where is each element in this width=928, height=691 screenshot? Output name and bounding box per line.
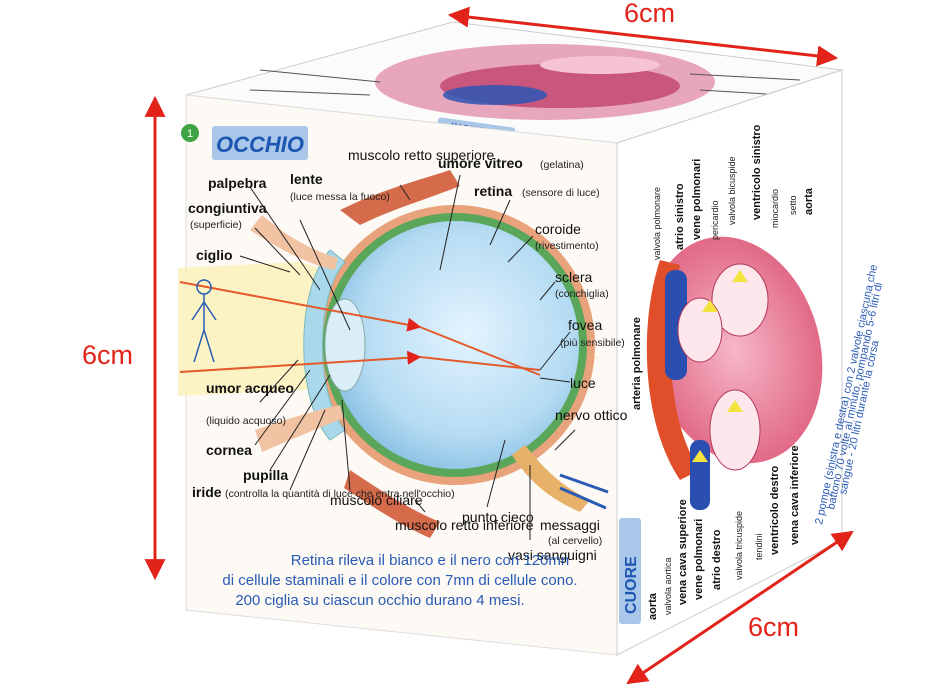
heart-labels: arteria polmonare valvola polmonare atri… [631,124,815,620]
dimension-label-right: 6cm [748,612,799,642]
heart-label-ventricolo-sinistro: ventricolo sinistro [751,124,763,220]
right-face-title: CUORE [623,556,640,614]
label-lente: lente [290,171,323,187]
heart-label-ventricolo-destro: ventricolo destro [769,465,781,555]
heart-illustration [646,236,823,510]
label-pupilla: pupilla [243,467,288,483]
label-muscolo-inferiore: muscolo retto inferiore [395,517,534,533]
heart-label-miocardio: miocardio [770,189,780,228]
right-face-title-box [619,518,641,624]
label-iride-note: (controlla la quantità di luce che entra… [225,488,455,500]
leader-lines [239,174,576,540]
dimension-label-left: 6cm [82,340,133,370]
label-muscolo-ciliare: muscolo ciliare [330,492,423,508]
label-coroide: coroide [535,221,581,237]
label-cornea: cornea [206,442,252,458]
heart-label-tendini: tendini [754,533,764,560]
heart-label-aorta-bottom: aorta [647,592,659,620]
heart-label-vena-cava-inferiore: vena cava inferiore [789,445,801,545]
heart-label-vena-cava-superiore: vena cava superiore [677,499,689,605]
heart-label-setto: setto [788,195,798,215]
heart-label-valvola-tricuspide: valvola tricuspide [734,511,744,580]
heart-label-valvola-polmonare: valvola polmonare [652,187,662,260]
front-face-title: OCCHIO [216,132,304,157]
label-retina: retina [474,183,512,199]
heart-label-aorta-top: aorta [803,187,815,215]
label-umor-acqueo: umor acqueo [206,380,294,396]
label-congiuntiva-note: (superficie) [190,219,242,231]
label-luce: luce [570,375,596,391]
heart-label-arteria-polmonare: arteria polmonare [631,317,643,410]
label-umore-vitreo-note: (gelatina) [540,159,584,171]
label-iride: iride [192,484,222,500]
label-sclera: sclera [555,269,593,285]
label-ciglio: ciglio [196,247,233,263]
label-fovea: fovea [568,317,602,333]
label-messaggi-note: (al cervello) [548,535,602,547]
label-lente-note: (luce messa la fuoco) [290,191,390,203]
dimension-arrow-top [447,6,839,67]
heart-label-pericardio: pericardio [710,200,720,240]
front-face-title-box [212,126,308,160]
label-palpebra: palpebra [208,175,267,191]
label-messaggi: messaggi [540,517,600,533]
label-retina-note: (sensore di luce) [522,187,600,199]
front-caption-line-3: 200 ciglia su ciascun occhio durano 4 me… [235,592,524,609]
label-congiuntiva: congiuntiva [188,200,267,216]
eye-illustration [178,170,609,538]
front-caption-line-2: di cellule staminali e il colore con 7mn… [222,572,577,589]
label-umore-vitreo: umore vitreo [438,155,523,171]
label-nervo-ottico: nervo ottico [555,407,628,423]
label-umor-acqueo-note: (liquido acquoso) [206,415,286,427]
heart-label-valvola-bicuspide: valvola bicuspide [727,156,737,225]
label-fovea-note: (più sensibile) [560,337,625,349]
label-coroide-note: (rivestimento) [535,240,599,252]
heart-label-valvola-aortica: valvola aortica [663,557,673,615]
label-vasi-sanguigni: vasi sanguigni [508,547,597,563]
heart-label-atrio-destro: atrio destro [711,529,723,590]
heart-label-atrio-sinistro: atrio sinistro [674,183,686,250]
label-punto-cieco: punto cieco [462,509,534,525]
label-muscolo-superiore: muscolo retto superiore [348,147,495,163]
label-sclera-note: (conchiglia) [555,288,609,300]
heart-label-vene-polmonari-bottom: vene polmonari [693,519,705,600]
heart-label-vene-polmonari: vene polmonari [691,159,703,240]
front-caption-line-1: Retina rileva il bianco e il nero con 12… [291,552,570,569]
face-number: 1 [187,128,193,140]
dimension-label-top: 6cm [624,0,675,28]
face-number-badge [181,124,199,142]
dimension-arrow-right [626,530,854,685]
